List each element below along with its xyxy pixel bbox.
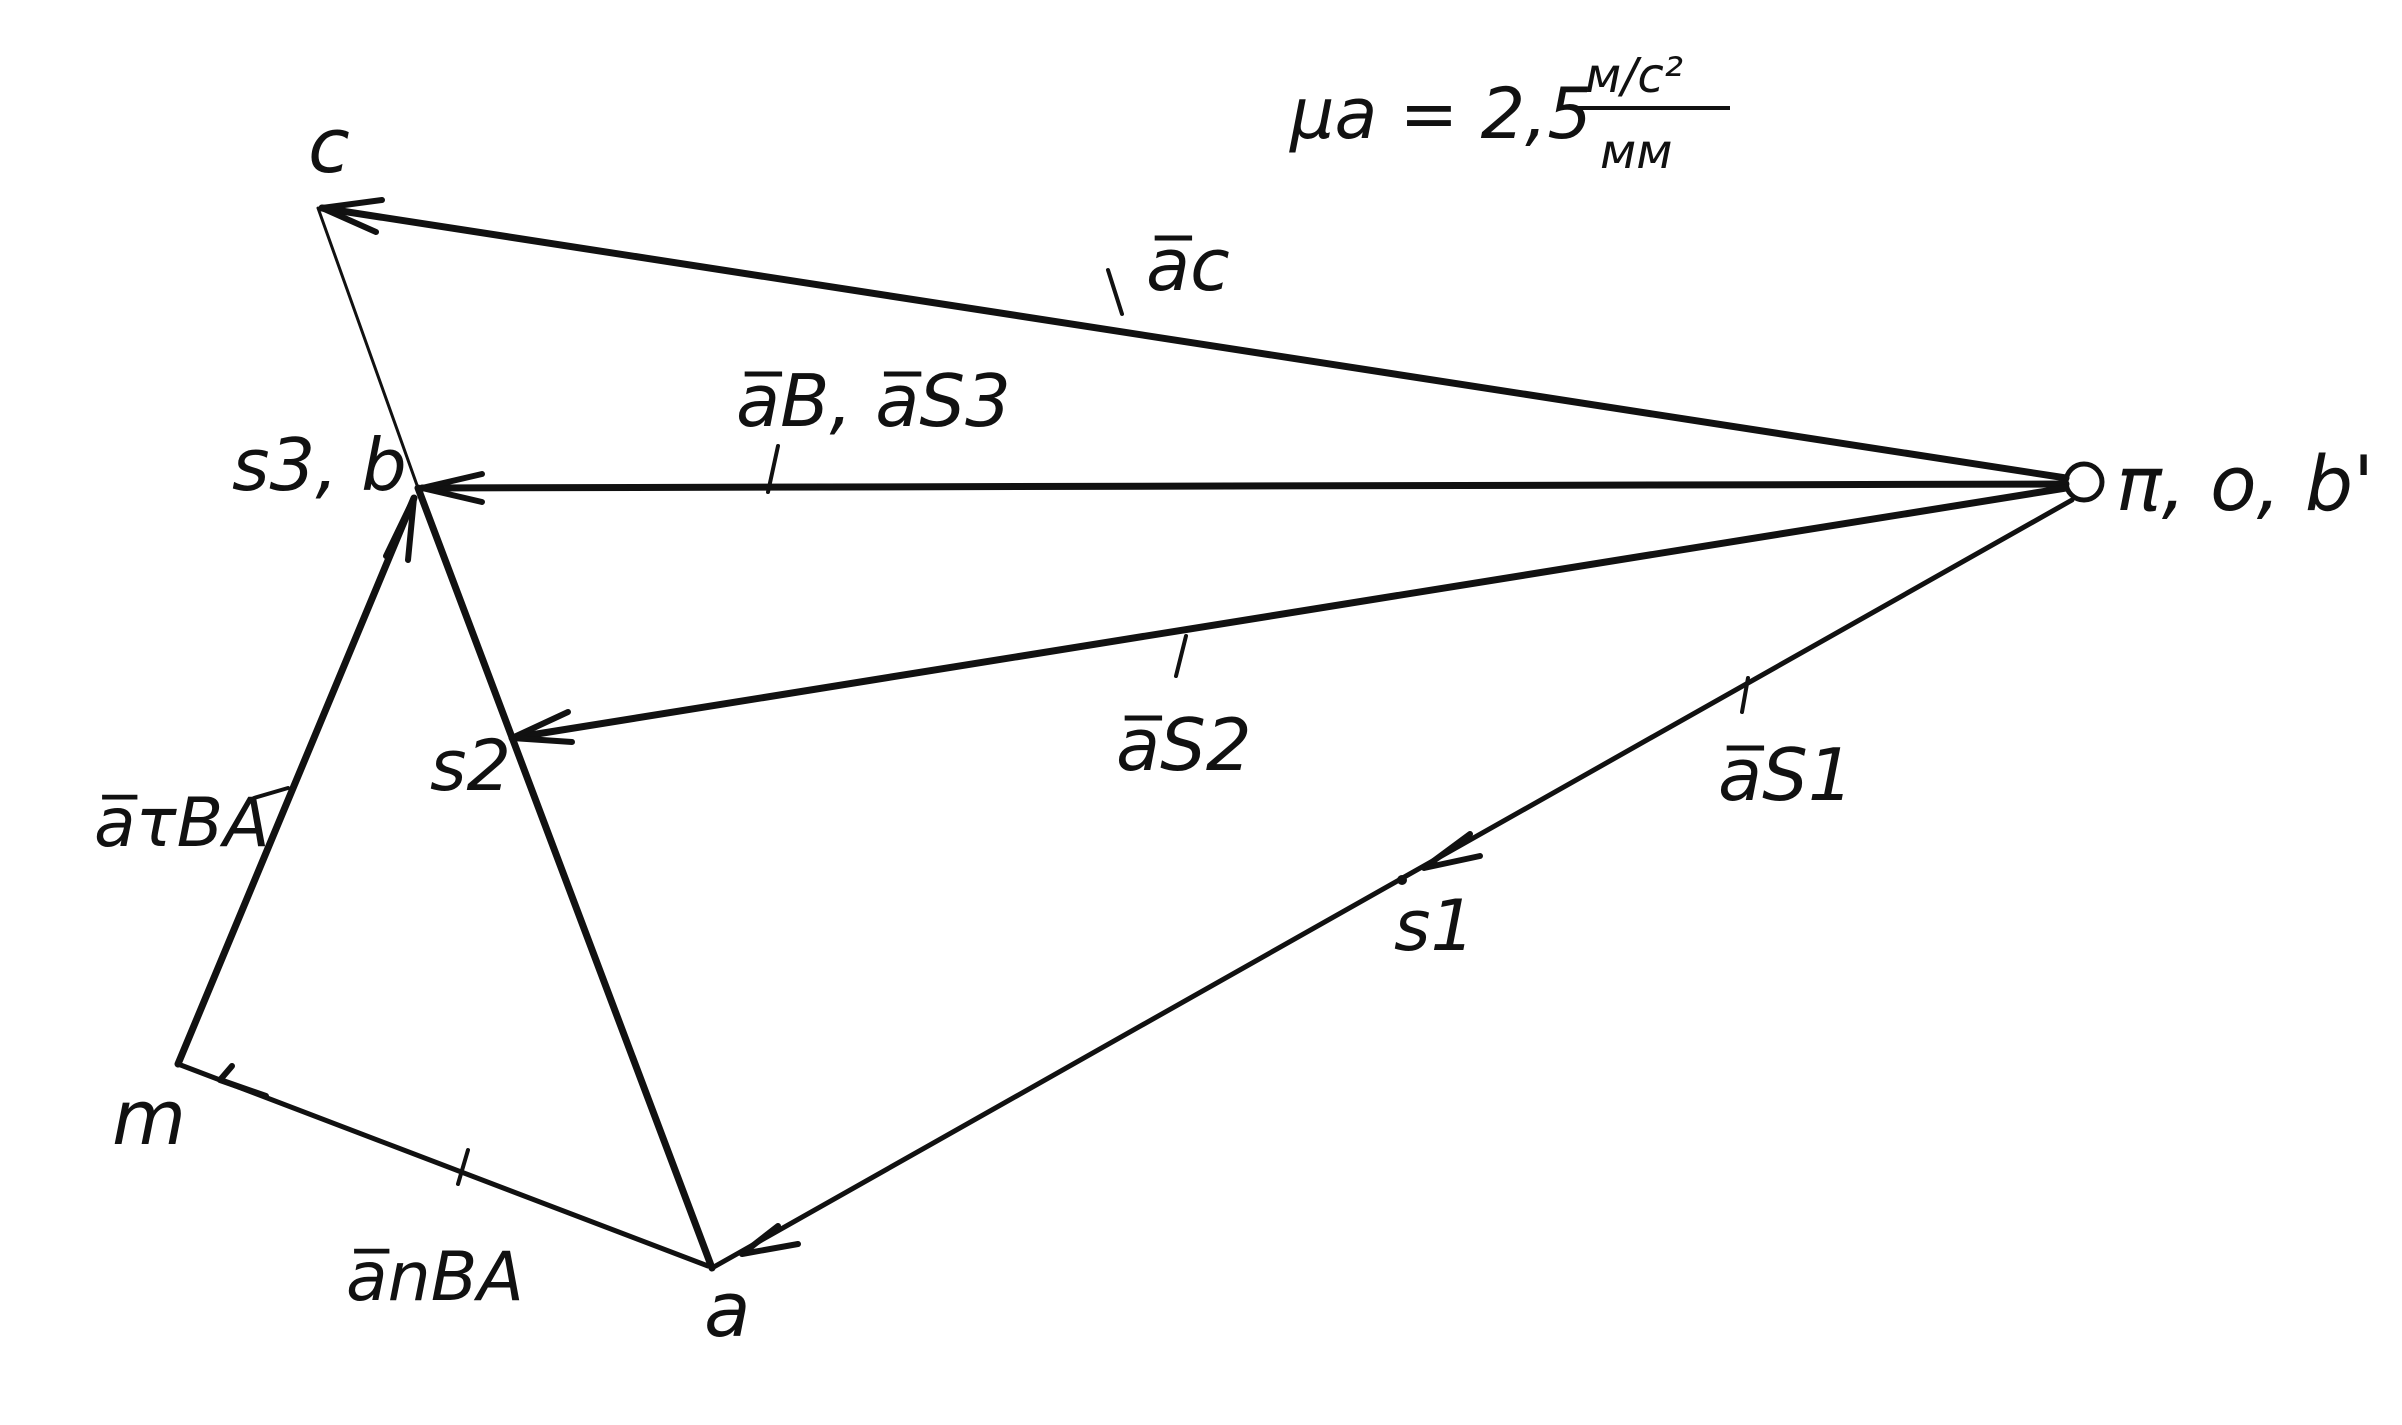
vector-as1-arrowhead-mid bbox=[1421, 831, 1483, 871]
label-point-c: c bbox=[308, 101, 350, 190]
vector-aBA-tau-arrowhead bbox=[383, 495, 417, 563]
vector-aBA-n-arrowhead bbox=[217, 1063, 269, 1099]
label-point-s1: s1 bbox=[1394, 885, 1475, 967]
scale-denominator: мм bbox=[1600, 124, 1672, 180]
pole-circle bbox=[2063, 461, 2105, 503]
vector-aBA-n-tick bbox=[456, 1148, 470, 1186]
vector-as2-tick bbox=[1174, 634, 1188, 678]
label-point-s2: s2 bbox=[430, 725, 511, 807]
label-vector-aBA-tau: a̅τBA bbox=[94, 784, 270, 863]
vector-ac-line bbox=[318, 204, 2070, 482]
label-vector-as2: a̅S2 bbox=[1116, 703, 1252, 787]
vector-as2-line bbox=[508, 484, 2070, 742]
line-c-b bbox=[316, 206, 420, 490]
vector-ac-tick bbox=[1106, 268, 1124, 316]
label-vector-aBA-n: a̅nBA bbox=[346, 1238, 524, 1317]
scale-mu-label: μa = 2,5 bbox=[1289, 73, 1592, 155]
vector-as1-line bbox=[709, 497, 2075, 1271]
label-point-a: a bbox=[704, 1265, 751, 1354]
label-vector-as1: a̅S1 bbox=[1718, 733, 1854, 817]
line-b-a bbox=[414, 484, 716, 1272]
vector-as1-arrowhead-end bbox=[739, 1223, 801, 1257]
vector-aBA-tau-tick bbox=[252, 786, 290, 800]
vector-ac-arrowhead bbox=[319, 197, 385, 235]
scale-annotation: μa = 2,5 м/с² мм bbox=[1289, 48, 1730, 180]
vector-as1-tick bbox=[1740, 676, 1750, 714]
scale-numerator: м/с² bbox=[1585, 48, 1683, 104]
label-vector-ac: a̅c bbox=[1146, 223, 1230, 307]
vector-aBA-tau-line bbox=[174, 494, 418, 1068]
label-vector-ab-as3: a̅B, a̅S3 bbox=[736, 359, 1011, 443]
vector-ab-arrowhead bbox=[419, 471, 485, 505]
label-point-m: m bbox=[112, 1073, 186, 1162]
vector-ab-tick bbox=[766, 444, 780, 494]
label-pole: π, o, b' bbox=[2116, 439, 2374, 528]
point-s1-dot bbox=[1397, 875, 1407, 885]
label-point-s3b: s3, b bbox=[232, 423, 407, 507]
vector-ab-line bbox=[418, 480, 2070, 492]
